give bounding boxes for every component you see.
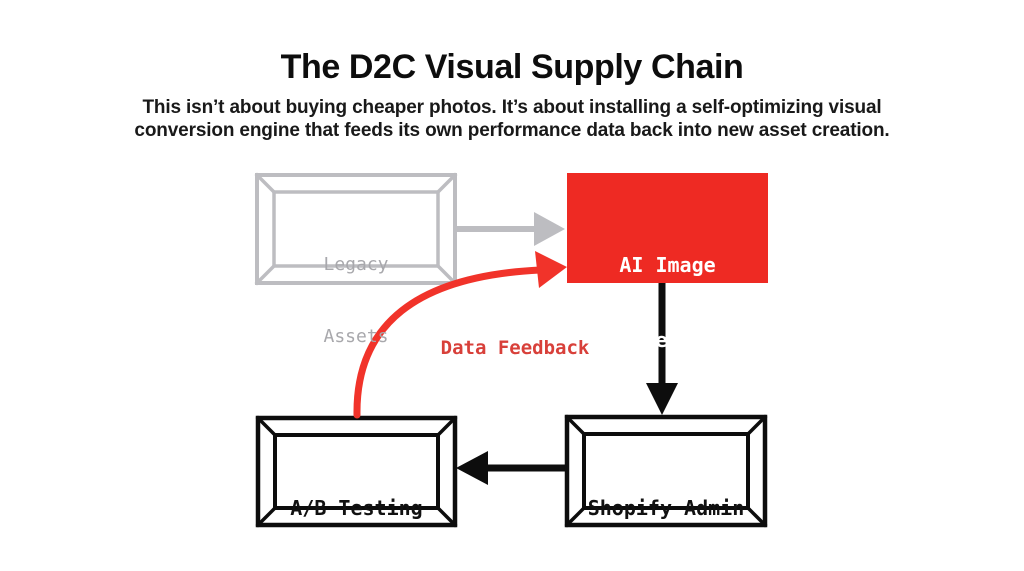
shopify-admin-integration-label: Shopify Admin Integration [587,496,745,520]
ab-testing-data-node [255,415,458,528]
left-arrowhead [456,451,488,485]
pipeline-to-shopify-arrow [646,283,678,415]
subtitle-line-2: conversion engine that feeds its own per… [134,119,890,141]
feedback-arrowhead [535,251,567,288]
page-subtitle: This isn’t about buying cheaper photos. … [0,97,1024,142]
gray-arrowhead [534,212,565,246]
feedback-arrow [353,251,567,419]
down-arrowhead [646,383,678,415]
ai-image-pipeline-node [567,173,768,283]
legacy-to-pipeline-arrow [455,212,565,246]
ab-testing-data-label: A/B Testing Data [290,496,423,520]
subtitle-line-1: This isn’t about buying cheaper photos. … [142,97,882,118]
legacy-assets-label: Legacy Assets [323,254,389,347]
shopify-admin-integration-node [564,414,768,528]
page-title: The D2C Visual Supply Chain [280,48,744,86]
ai-image-pipeline-label: AI Image Pipeline [619,253,716,352]
data-feedback-label: Data Feedback [440,337,590,359]
shopify-to-ab-arrow [456,451,567,485]
